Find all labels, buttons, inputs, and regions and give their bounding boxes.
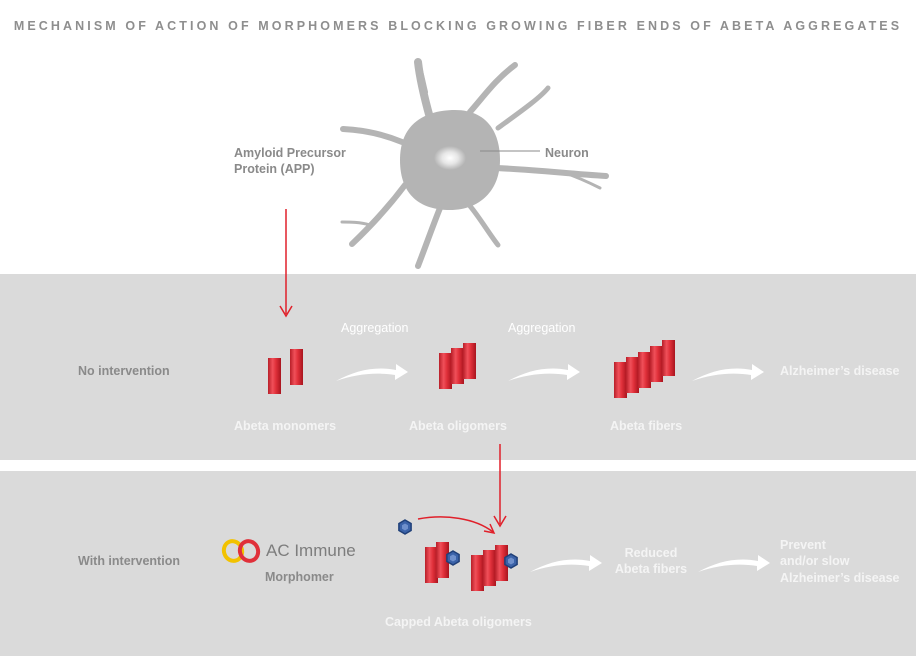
morphomer-molecule-icon — [398, 519, 412, 535]
ac-immune-logo-text: AC Immune — [266, 541, 356, 560]
prevent-label-line2: and/or slow — [780, 554, 850, 568]
prevent-label-line1: Prevent — [780, 538, 826, 552]
morphomer-label: Morphomer — [265, 570, 334, 584]
reduced-fibers-label-line1: Reduced — [624, 546, 678, 560]
abeta-monomers-icon — [268, 349, 303, 394]
morphomer-curved-arrow — [417, 516, 496, 535]
prevent-arrow — [698, 555, 770, 572]
oligomer-down-arrow — [493, 444, 507, 528]
reduced-fibers-arrow — [530, 555, 602, 572]
with-intervention-label: With intervention — [78, 554, 180, 568]
diagram-title: MECHANISM OF ACTION OF MORPHOMERS BLOCKI… — [13, 19, 903, 33]
capped-oligomers-icon — [425, 542, 518, 591]
abeta-oligomers-label: Abeta oligomers — [409, 419, 507, 433]
abeta-fibers-icon — [614, 340, 675, 398]
neuron-nucleus — [434, 146, 466, 170]
app-label-line1: Amyloid Precursor — [234, 146, 346, 160]
reduced-fibers-label-line2: Abeta fibers — [614, 562, 688, 576]
app-label-line2: Protein (APP) — [234, 162, 315, 176]
neuron-label: Neuron — [545, 146, 589, 160]
abeta-oligomers-icon — [439, 343, 476, 389]
aggregation-label-2: Aggregation — [508, 321, 576, 335]
abeta-fibers-label: Abeta fibers — [610, 419, 683, 433]
ac-immune-logo-mark — [221, 539, 261, 563]
aggregation-arrow-2 — [508, 364, 580, 381]
aggregation-label-1: Aggregation — [341, 321, 409, 335]
neuron-illustration — [340, 58, 609, 269]
alzheimers-arrow-1 — [692, 364, 764, 381]
abeta-monomers-label: Abeta monomers — [234, 419, 337, 433]
capped-oligomers-label: Capped Abeta oligomers — [385, 615, 532, 629]
aggregation-arrow-1 — [336, 364, 408, 381]
alzheimers-disease-label: Alzheimer’s disease — [780, 364, 900, 378]
app-arrow — [279, 209, 293, 318]
no-intervention-label: No intervention — [78, 364, 170, 378]
prevent-label-line3: Alzheimer’s disease — [780, 571, 900, 585]
